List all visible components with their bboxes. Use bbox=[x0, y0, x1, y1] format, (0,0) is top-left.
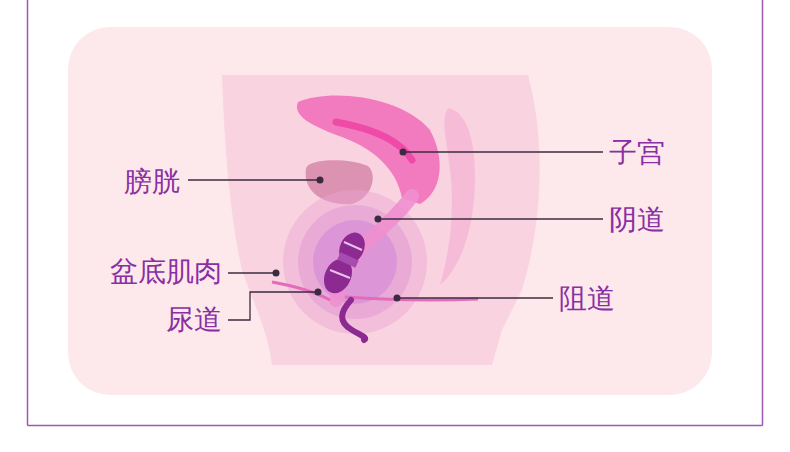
body-silhouette bbox=[222, 75, 540, 365]
rectum-shape bbox=[440, 108, 475, 285]
part-label: 尿道 bbox=[166, 304, 222, 336]
frame-line bbox=[762, 0, 764, 426]
frame-line bbox=[28, 425, 763, 427]
panel bbox=[68, 27, 712, 395]
uterus-shape bbox=[297, 95, 440, 204]
part-label: 膀胱 bbox=[124, 166, 180, 198]
leader-dots bbox=[273, 149, 407, 302]
frame-line bbox=[27, 0, 29, 426]
part-label: 阴道 bbox=[609, 204, 665, 236]
uterus-lining bbox=[336, 122, 412, 160]
device bbox=[319, 228, 370, 340]
part-label: 盆底肌肉 bbox=[110, 256, 222, 288]
part-label: 阻道 bbox=[559, 283, 615, 315]
leader-lines bbox=[188, 152, 603, 320]
urethra-line bbox=[272, 282, 330, 300]
pelvic-floor-ring bbox=[283, 190, 427, 334]
part-label: 子宫 bbox=[609, 137, 665, 169]
